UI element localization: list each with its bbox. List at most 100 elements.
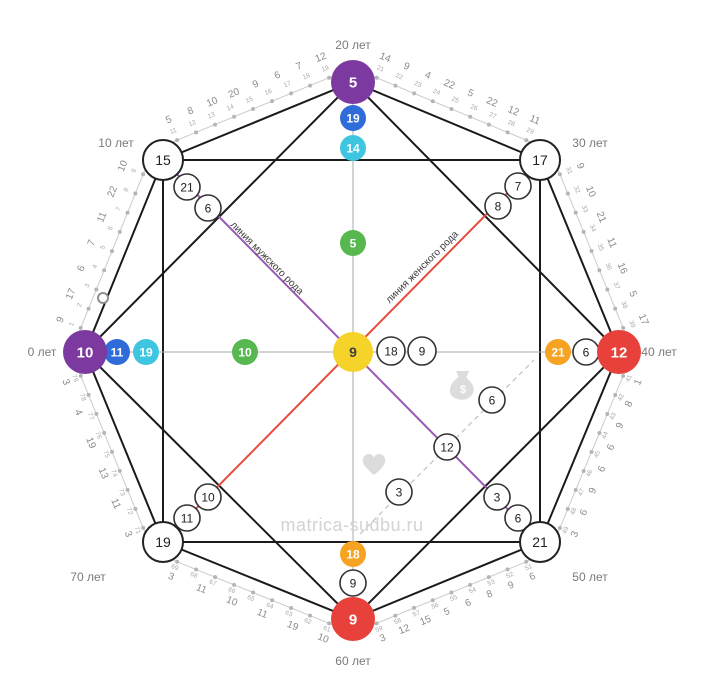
year-age-label: 69	[170, 563, 180, 572]
node-50-sub-2-circle	[483, 483, 511, 511]
age-sector-label: 20 лет	[335, 38, 371, 52]
node-value: 11	[111, 345, 124, 359]
node-20-years-circle	[331, 60, 375, 104]
female-line-label: линия женского рода	[384, 229, 461, 306]
node-value: 19	[346, 111, 360, 125]
node-center-left-green: 10	[232, 339, 258, 365]
timeline-energy-number: 11	[95, 210, 109, 224]
year-dot	[374, 75, 379, 80]
timeline-energy-number: 5	[466, 87, 476, 99]
year-age-label: 1	[68, 321, 76, 327]
year-dot	[449, 107, 454, 112]
year-dot	[213, 122, 218, 127]
age-sector-label: 40 лет	[641, 345, 677, 359]
year-dot	[468, 582, 473, 587]
year-age-label: 39	[627, 320, 636, 330]
year-dot	[412, 605, 417, 610]
node-0-sub-2: 19	[133, 339, 159, 365]
node-value: 6	[515, 511, 522, 525]
node-value: 15	[155, 152, 171, 168]
year-dot	[308, 83, 313, 88]
node-money-line-3: 3	[385, 478, 413, 506]
timeline-energy-number: 5	[626, 289, 638, 299]
node-40-years: 12	[597, 330, 641, 374]
node-20-years: 5	[331, 60, 375, 104]
year-age-label: 65	[246, 594, 256, 603]
node-value: 7	[515, 179, 522, 193]
node-value: 10	[201, 490, 215, 504]
node-40-years-circle	[597, 330, 641, 374]
year-age-label: 27	[488, 111, 498, 120]
node-center-right-2-circle	[407, 336, 437, 366]
node-30-years-circle	[519, 139, 561, 181]
age-sector-label: 10 лет	[98, 136, 134, 150]
node-20-sub-2-circle	[340, 135, 366, 161]
year-dot	[430, 598, 435, 603]
timeline-energy-number: 11	[604, 236, 618, 250]
timeline-energy-number: 10	[316, 631, 331, 646]
year-age-label: 66	[227, 586, 237, 595]
year-dot	[613, 392, 618, 397]
year-age-label: 37	[611, 281, 620, 291]
year-dot	[605, 287, 610, 292]
year-age-label: 26	[469, 103, 479, 112]
timeline-energy-number: 22	[106, 184, 121, 199]
year-age-label: 77	[86, 412, 95, 422]
node-70-sub-1: 11	[173, 504, 201, 532]
node-30-sub-1-circle	[504, 172, 532, 200]
node-center-top-green: 5	[340, 230, 366, 256]
year-dot	[213, 575, 218, 580]
node-value: 10	[77, 344, 94, 361]
year-dot	[102, 268, 107, 273]
year-dot	[613, 306, 618, 311]
year-dot	[524, 559, 529, 564]
year-age-label: 42	[617, 392, 626, 402]
timeline-energy-number: 21	[594, 210, 609, 225]
year-age-label: 5	[99, 244, 107, 250]
money-bag-top	[456, 371, 469, 378]
year-dot	[486, 122, 491, 127]
year-age-label: 58	[393, 617, 403, 626]
year-dot	[270, 598, 275, 603]
node-0-years: 10	[63, 330, 107, 374]
timeline-energy-number: 19	[285, 619, 300, 634]
node-value: 8	[495, 199, 502, 213]
year-dot	[589, 249, 594, 254]
year-dot	[78, 325, 83, 330]
timeline-energy-number: 10	[205, 95, 220, 110]
year-age-label: 53	[487, 578, 497, 587]
node-20-sub-1-circle	[340, 105, 366, 131]
year-dot	[393, 83, 398, 88]
year-dot	[94, 411, 99, 416]
node-value: 14	[346, 141, 360, 155]
year-dot	[175, 559, 180, 564]
timeline-energy-number: 6	[75, 264, 87, 274]
timeline-energy-number: 9	[587, 486, 599, 496]
node-value: 19	[155, 534, 171, 550]
year-dot	[573, 487, 578, 492]
age-marker-circle	[97, 292, 109, 304]
year-dot	[289, 91, 294, 96]
timeline-energy-number: 3	[166, 571, 176, 583]
year-dot	[86, 392, 91, 397]
node-10-years-circle	[142, 139, 184, 181]
year-age-label: 34	[588, 224, 597, 234]
node-value: 17	[532, 152, 548, 168]
timeline-energy-number: 12	[314, 51, 329, 66]
year-dot	[557, 525, 562, 530]
timeline-energy-number: 12	[506, 104, 521, 119]
year-age-label: 38	[619, 300, 628, 310]
timeline-energy-number: 3	[378, 632, 388, 644]
year-age-label: 19	[321, 64, 331, 73]
timeline-energy-number: 11	[194, 582, 208, 596]
node-center-right-2: 9	[407, 336, 437, 366]
timeline-layer: 1234567899176711221011121314151617181958…	[55, 51, 651, 646]
year-age-label: 2	[76, 302, 84, 308]
node-value: 21	[551, 345, 565, 359]
year-age-label: 59	[374, 625, 384, 634]
node-60-sub-2-circle	[340, 541, 366, 567]
